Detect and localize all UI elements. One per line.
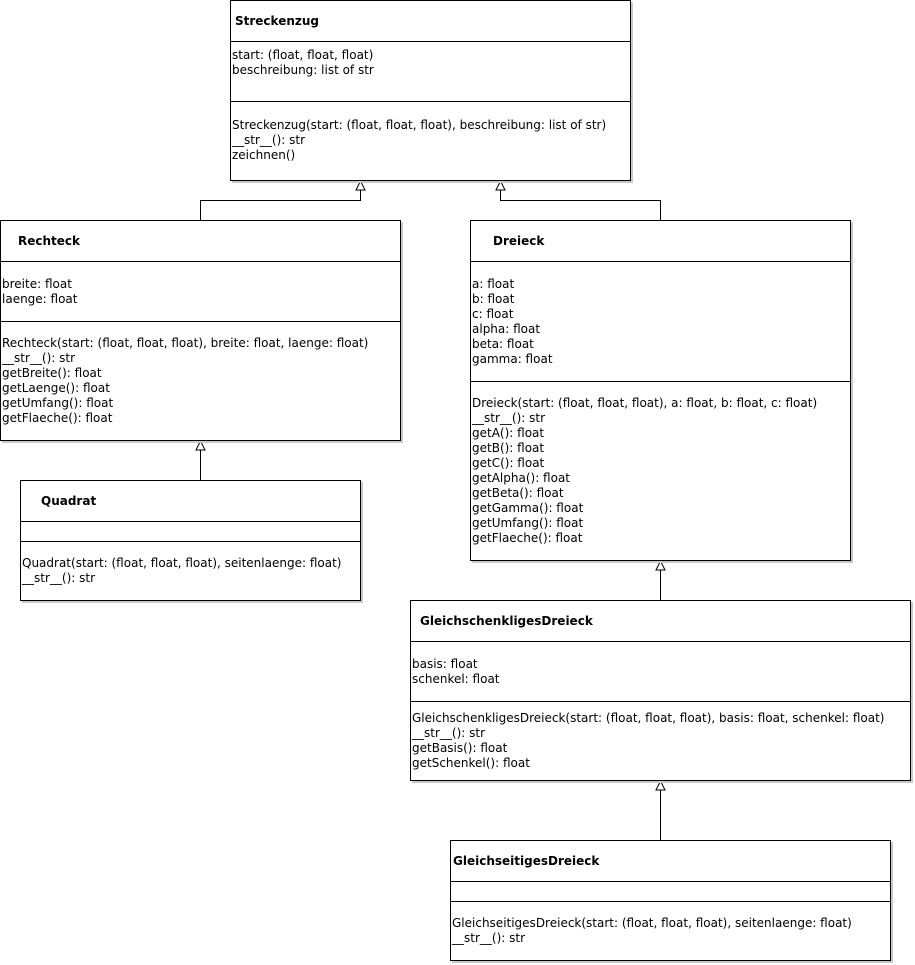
method-line: getFlaeche(): float — [472, 531, 583, 545]
class-header: Dreieck — [471, 221, 850, 262]
method-line: __str__(): str — [2, 351, 76, 365]
method-line: __str__(): str — [452, 931, 526, 945]
attributes-section: start: (float, float, float)beschreibung… — [231, 42, 630, 102]
edge-rechteck-streckenzug-arrowhead — [355, 179, 366, 191]
methods-section: Streckenzug(start: (float, float, float)… — [231, 102, 630, 163]
class-header: Quadrat — [21, 481, 360, 522]
method-line: getB(): float — [472, 441, 545, 455]
class-name: Dreieck — [493, 234, 545, 248]
attribute-line: beschreibung: list of str — [232, 63, 374, 77]
attributes-section — [21, 522, 360, 542]
method-line: Rechteck(start: (float, float, float), b… — [2, 336, 369, 350]
method-line: __str__(): str — [22, 571, 96, 585]
method-line: getBasis(): float — [412, 741, 508, 755]
edge-gleichseitig-gleichschenklig-arrowhead — [655, 779, 666, 791]
edge-dreieck-streckenzug — [500, 190, 661, 220]
method-line: getBeta(): float — [472, 486, 564, 500]
attribute-line: breite: float — [2, 277, 72, 291]
edge-dreieck-streckenzug-arrowhead — [495, 179, 506, 191]
edge-gleichschenklig-dreieck-arrowhead — [655, 559, 666, 571]
method-line: __str__(): str — [412, 726, 486, 740]
attribute-line: c: float — [472, 307, 514, 321]
attribute-line: gamma: float — [472, 352, 553, 366]
class-header: GleichschenkligesDreieck — [411, 601, 910, 642]
attribute-line: alpha: float — [472, 322, 541, 336]
attribute-line: beta: float — [472, 337, 534, 351]
class-name: GleichschenkligesDreieck — [420, 614, 593, 628]
attribute-line: a: float — [472, 277, 515, 291]
attribute-line: basis: float — [412, 657, 478, 671]
edge-quadrat-rechteck-arrowhead — [195, 439, 206, 451]
methods-section: Quadrat(start: (float, float, float), se… — [21, 542, 360, 586]
edge-rechteck-streckenzug — [200, 190, 361, 220]
methods-section: GleichschenkligesDreieck(start: (float, … — [411, 702, 910, 771]
method-line: Quadrat(start: (float, float, float), se… — [22, 556, 342, 570]
class-header: GleichseitigesDreieck — [451, 841, 890, 882]
class-header: Rechteck — [1, 221, 400, 262]
method-line: getA(): float — [472, 426, 545, 440]
methods-section: GleichseitigesDreieck(start: (float, flo… — [451, 902, 890, 946]
method-line: getC(): float — [472, 456, 545, 470]
method-line: getBreite(): float — [2, 366, 102, 380]
attribute-line: b: float — [472, 292, 515, 306]
method-line: getSchenkel(): float — [412, 756, 530, 770]
method-line: getAlpha(): float — [472, 471, 571, 485]
attribute-line: schenkel: float — [412, 672, 500, 686]
method-line: Dreieck(start: (float, float, float), a:… — [472, 396, 818, 410]
method-line: __str__(): str — [232, 133, 306, 147]
method-line: getGamma(): float — [472, 501, 584, 515]
class-name: GleichseitigesDreieck — [453, 854, 600, 868]
class-gleichseitiges-dreieck[interactable]: GleichseitigesDreieck GleichseitigesDrei… — [450, 840, 891, 961]
method-line: getLaenge(): float — [2, 381, 110, 395]
method-line: __str__(): str — [472, 411, 546, 425]
method-line: zeichnen() — [232, 148, 296, 162]
methods-section: Rechteck(start: (float, float, float), b… — [1, 322, 400, 426]
attribute-line: laenge: float — [2, 292, 78, 306]
class-streckenzug[interactable]: Streckenzug start: (float, float, float)… — [230, 0, 631, 181]
attributes-section — [451, 882, 890, 902]
class-header: Streckenzug — [231, 1, 630, 42]
method-line: getFlaeche(): float — [2, 411, 113, 425]
methods-section: Dreieck(start: (float, float, float), a:… — [471, 382, 850, 546]
class-name: Quadrat — [41, 494, 97, 508]
attribute-line: start: (float, float, float) — [232, 48, 374, 62]
method-line: getUmfang(): float — [472, 516, 584, 530]
class-name: Rechteck — [18, 234, 81, 248]
method-line: GleichseitigesDreieck(start: (float, flo… — [452, 916, 852, 930]
method-line: GleichschenkligesDreieck(start: (float, … — [412, 711, 885, 725]
method-line: Streckenzug(start: (float, float, float)… — [232, 118, 607, 132]
method-line: getUmfang(): float — [2, 396, 114, 410]
class-name: Streckenzug — [235, 14, 320, 28]
class-quadrat[interactable]: Quadrat Quadrat(start: (float, float, fl… — [20, 480, 361, 601]
